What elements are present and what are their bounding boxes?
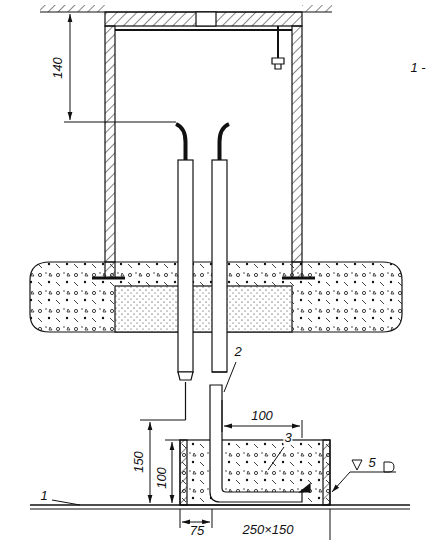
weld-size: 5 [367, 456, 376, 470]
dimension-value: 100 [250, 409, 274, 423]
callout-number: 2 [233, 345, 242, 359]
callout-number: 3 [283, 431, 292, 445]
dimension-value: 250×150 [242, 523, 295, 537]
dimension-value: 75 [189, 524, 205, 538]
callout-number: 1 - [409, 61, 426, 75]
dimension-value: 140 [51, 56, 65, 80]
dimension-value: 100 [155, 466, 169, 490]
callout-number: 1 [39, 489, 48, 503]
dimension-value: 150 [132, 450, 146, 474]
